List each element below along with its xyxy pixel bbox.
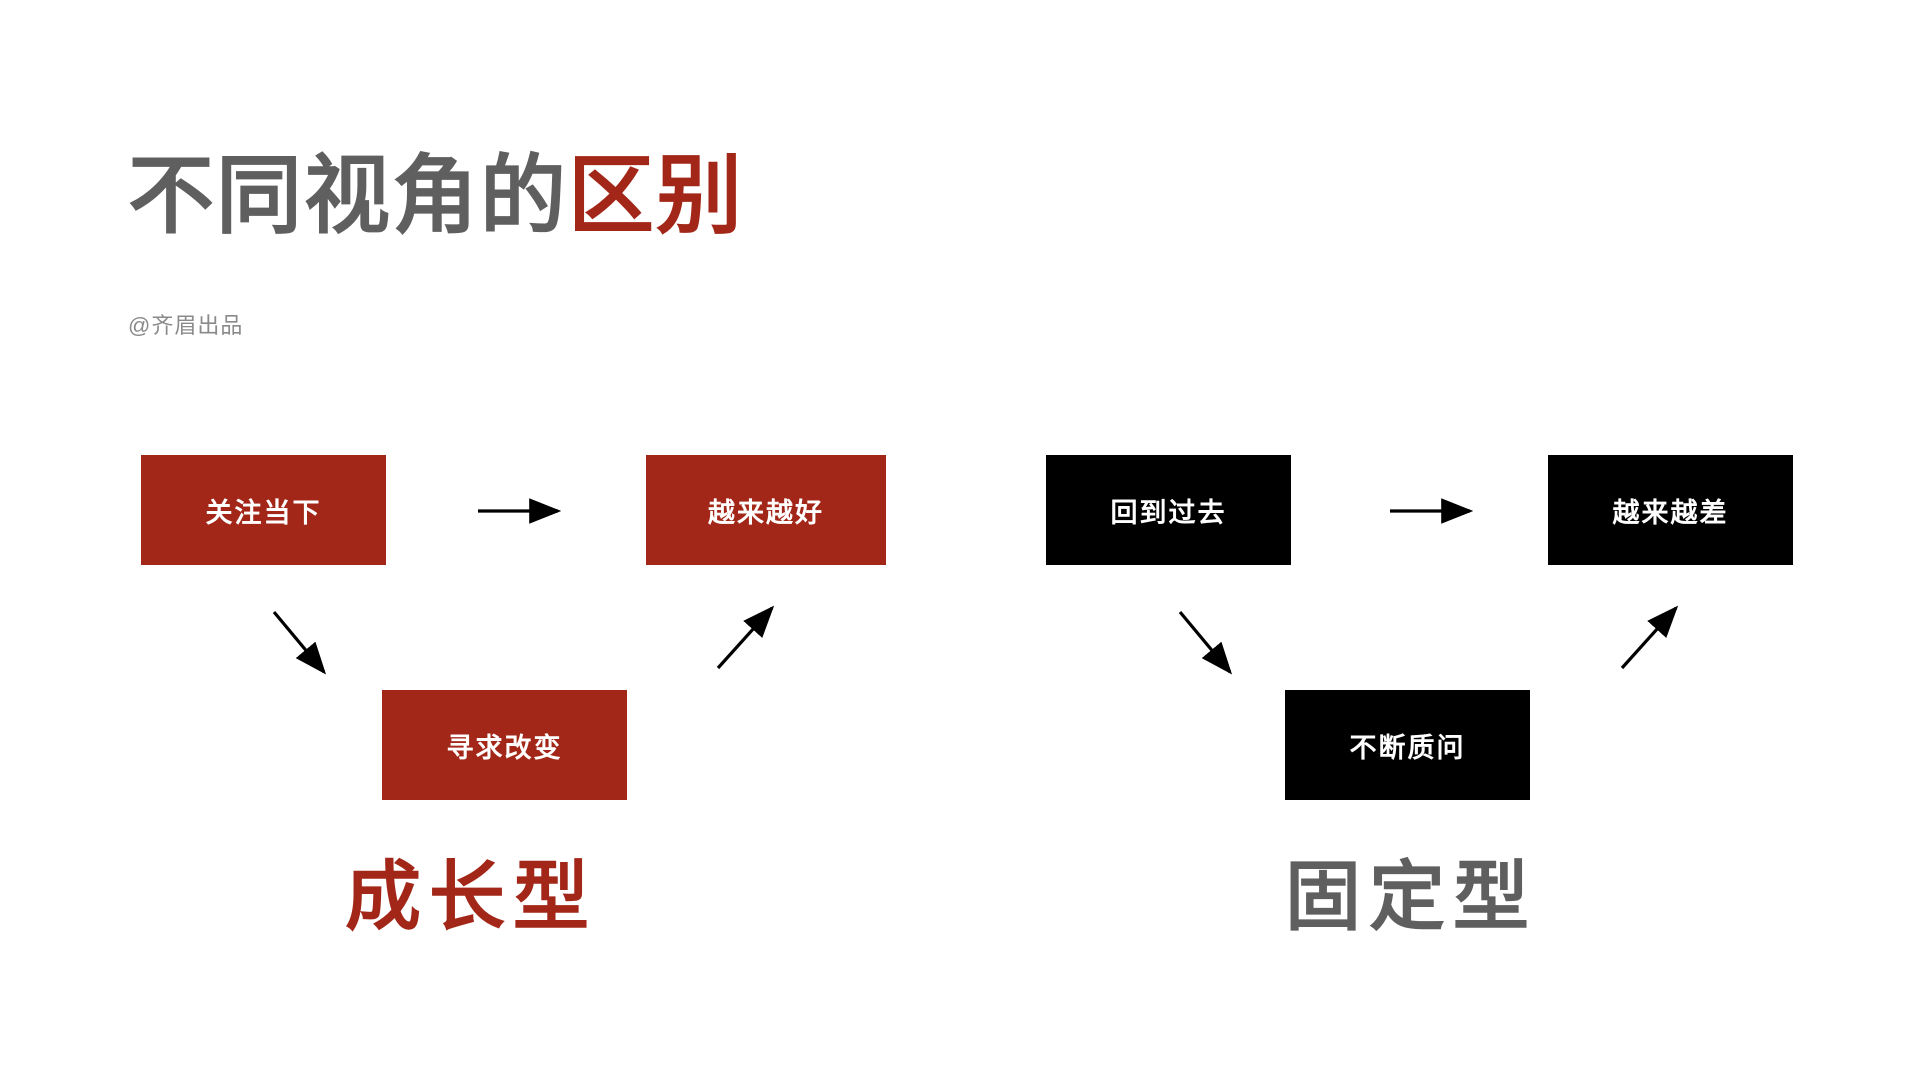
- growth-arrow-down-right-icon: [272, 610, 327, 675]
- page-title-gray-part: 不同视角的: [128, 148, 568, 244]
- growth-arrow-up-right-icon: [716, 605, 775, 670]
- fixed-arrow-up-right-icon: [1620, 605, 1679, 670]
- page-title: 不同视角的区别: [128, 150, 744, 243]
- node-better[interactable]: 越来越好: [646, 455, 886, 565]
- node-keep-questioning[interactable]: 不断质问: [1285, 690, 1530, 800]
- page-title-red-part: 区别: [568, 148, 744, 244]
- growth-mindset-label: 成长型: [345, 855, 597, 940]
- fixed-arrow-down-right-icon: [1178, 610, 1233, 675]
- fixed-mindset-label: 固定型: [1285, 855, 1537, 940]
- node-seek-change[interactable]: 寻求改变: [382, 690, 627, 800]
- author-credit: @齐眉出品: [128, 313, 244, 338]
- node-worse[interactable]: 越来越差: [1548, 455, 1793, 565]
- node-back-to-past[interactable]: 回到过去: [1046, 455, 1291, 565]
- node-focus-now[interactable]: 关注当下: [141, 455, 386, 565]
